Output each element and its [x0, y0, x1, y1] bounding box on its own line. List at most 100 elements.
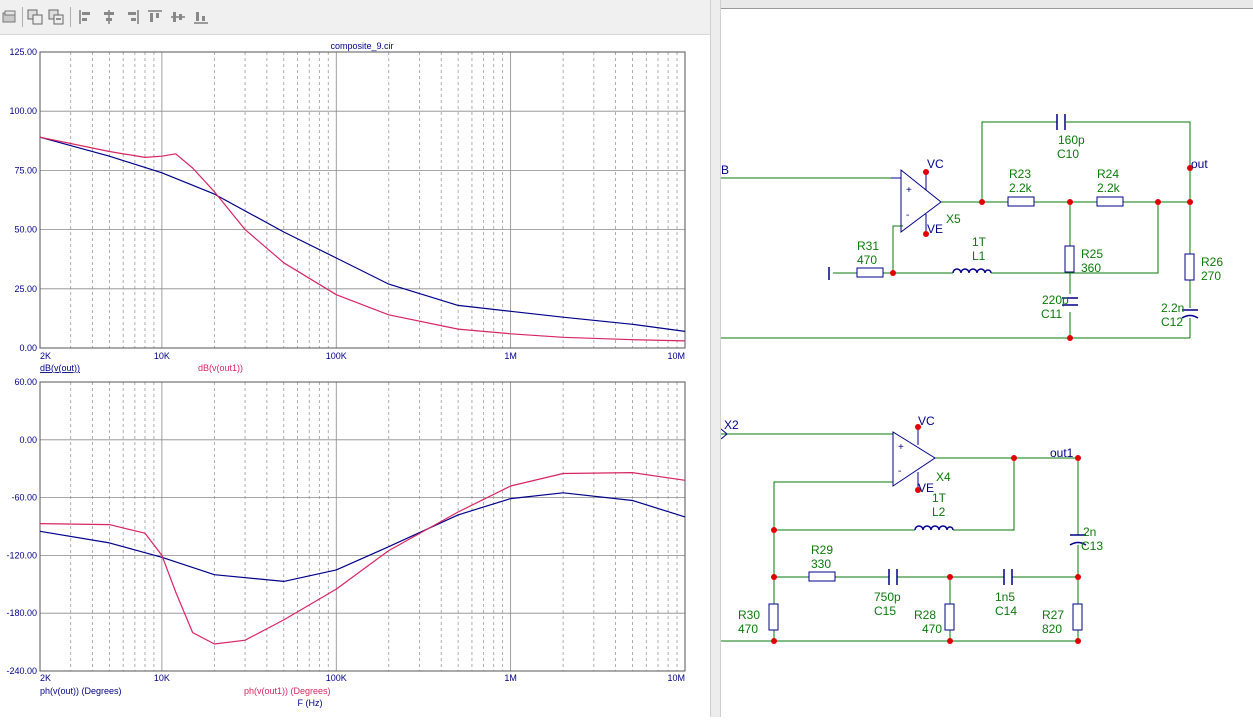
r30-ref: R30	[738, 608, 760, 622]
top-circuit	[721, 121, 1191, 339]
resistor-r31[interactable]	[856, 267, 884, 278]
x-axis-label: F (Hz)	[298, 698, 323, 708]
r23-value: 2.2k	[1009, 181, 1033, 195]
plot-frame	[39, 381, 686, 672]
align-top-icon[interactable]	[147, 9, 163, 25]
r30-value: 470	[738, 622, 758, 636]
r23-ref: R23	[1009, 167, 1031, 181]
align-right-icon[interactable]	[124, 9, 140, 25]
y-tick-label: -180.00	[6, 608, 37, 618]
y-tick-label: 125.00	[9, 47, 37, 57]
legend-label[interactable]: dB(v(out))	[40, 363, 80, 373]
inductor-l2[interactable]	[914, 525, 954, 531]
y-tick-label: -60.00	[11, 493, 37, 503]
capacitor-c13[interactable]	[1069, 534, 1087, 546]
r26-value: 270	[1201, 269, 1221, 283]
l2-ref: L2	[932, 505, 946, 519]
r28-value: 470	[922, 622, 942, 636]
svg-text:+: +	[898, 442, 904, 453]
opamp-x4-symbol[interactable]: + -	[892, 426, 936, 490]
y-tick-label: -240.00	[6, 666, 37, 676]
series-line-v-out1[interactable]	[39, 136, 686, 342]
c12-value: 2.2n	[1161, 301, 1184, 315]
x-tick-label: 1M	[504, 673, 517, 683]
capacitor-c12[interactable]	[1181, 309, 1199, 319]
bottom-circuit	[721, 433, 1079, 642]
r27-value: 820	[1042, 622, 1062, 636]
resistor-r27[interactable]	[1072, 603, 1083, 631]
x4-ve-label: VE	[918, 481, 934, 495]
opamp-x5-symbol[interactable]: + -	[891, 168, 942, 233]
resistor-r26[interactable]	[1184, 253, 1195, 281]
x-tick-label: 10K	[154, 673, 170, 683]
y-tick-label: 100.00	[9, 106, 37, 116]
capacitor-c14[interactable]	[1003, 569, 1013, 585]
c10-ref: C10	[1057, 147, 1079, 161]
resistor-r25[interactable]	[1064, 245, 1075, 273]
x-tick-label: 10K	[154, 351, 170, 361]
y-tick-label: -120.00	[6, 550, 37, 560]
r31-value: 470	[857, 253, 877, 267]
l1-value: 1T	[972, 235, 987, 249]
y-tick-label: 75.00	[14, 165, 37, 175]
r25-ref: R25	[1081, 247, 1103, 261]
c14-value: 1n5	[995, 590, 1015, 604]
r29-value: 330	[811, 557, 831, 571]
series-line-v-out[interactable]	[39, 136, 686, 332]
capacitor-c11[interactable]	[1062, 297, 1078, 306]
align-center-icon[interactable]	[101, 9, 117, 25]
x4-ref-label: X4	[936, 470, 951, 484]
capacitor-c10[interactable]	[1056, 114, 1071, 130]
pane-splitter[interactable]	[710, 0, 721, 717]
r24-ref: R24	[1097, 167, 1119, 181]
copy-icon[interactable]	[27, 9, 43, 25]
r27-ref: R27	[1042, 608, 1064, 622]
resistor-r29[interactable]	[808, 571, 836, 582]
resistor-r28[interactable]	[944, 603, 955, 631]
c11-value: 220p	[1042, 293, 1069, 307]
legend-label[interactable]: ph(v(out1)) (Degrees)	[244, 686, 331, 696]
y-tick-label: 60.00	[14, 377, 37, 387]
align-middle-icon[interactable]	[170, 9, 186, 25]
svg-text:-: -	[898, 466, 901, 477]
series-line-v-out1[interactable]	[39, 472, 686, 645]
align-bottom-icon[interactable]	[193, 9, 209, 25]
svg-text:-: -	[906, 210, 909, 221]
schematic-view: + - B VC VE X5 out 160p C1	[721, 0, 1253, 717]
x5-vc-label: VC	[927, 157, 944, 171]
bode-plot[interactable]: composite_9.cir 125.00100.0075.0050.0025…	[0, 35, 710, 717]
capacitor-c15[interactable]	[888, 569, 898, 585]
series-line-v-out[interactable]	[39, 492, 686, 582]
x-tick-label: 10M	[667, 673, 685, 683]
c13-value: 2n	[1083, 525, 1096, 539]
align-left-icon[interactable]	[78, 9, 94, 25]
c10-value: 160p	[1058, 133, 1085, 147]
x4-vc-label: VC	[918, 414, 935, 428]
c13-ref: C13	[1081, 539, 1103, 553]
c15-value: 750p	[874, 590, 901, 604]
plot-toolbar	[0, 0, 710, 35]
resistor-r24[interactable]	[1096, 196, 1124, 207]
bottom-input-label: X2	[724, 418, 739, 432]
x5-ref-label: X5	[946, 212, 961, 226]
top-input-label: B	[721, 163, 729, 177]
x-tick-label: 100K	[326, 673, 347, 683]
schematic-canvas[interactable]: + - B VC VE X5 out 160p C1	[721, 0, 1253, 717]
x-tick-label: 2K	[40, 351, 51, 361]
y-tick-label: 0.00	[19, 343, 37, 353]
legend-label[interactable]: dB(v(out1))	[198, 363, 243, 373]
legend-label[interactable]: ph(v(out)) (Degrees)	[40, 686, 122, 696]
x-tick-label: 1M	[504, 351, 517, 361]
schematic-header-strip	[721, 0, 1253, 9]
resistor-r30[interactable]	[768, 603, 779, 631]
copy-data-icon[interactable]	[48, 9, 64, 25]
resistor-r23[interactable]	[1007, 196, 1035, 207]
c14-ref: C14	[995, 604, 1017, 618]
y-tick-label: 25.00	[14, 284, 37, 294]
bottom-junction-dots	[771, 424, 1081, 644]
l2-value: 1T	[932, 491, 947, 505]
copy-plot-icon[interactable]	[2, 9, 18, 25]
inductor-l1[interactable]	[952, 268, 992, 274]
